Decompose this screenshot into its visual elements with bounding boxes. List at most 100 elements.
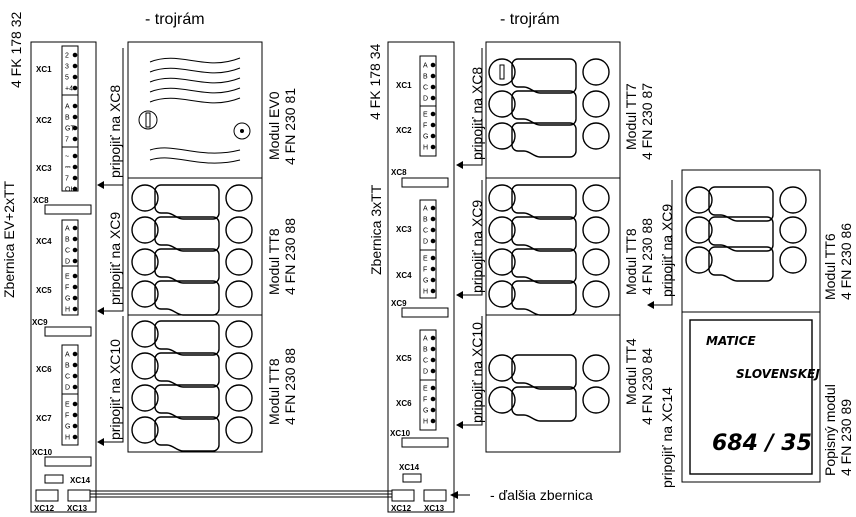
tt8-a-right-button [225, 280, 253, 308]
bus-1-xc6-pin-dot [72, 362, 78, 368]
bus-2-xc10: XC10 [390, 429, 411, 438]
tt8-a-buttons [131, 184, 253, 316]
bus-2-xc1-pin-dot [430, 84, 436, 90]
bus-1-xc3-pin-label: 7 [65, 176, 69, 183]
tt8-b-code: 4 FN 230 88 [282, 348, 298, 425]
bus-2-xc6-pin-dot [430, 396, 436, 402]
bus-2-xc1-pin-label: C [423, 85, 428, 92]
tt4-left-button [488, 386, 516, 414]
bus-2-xc3-pin-label: B [423, 217, 428, 224]
bus-2-xc8: XC8 [391, 168, 407, 177]
bus-2-xc6-pin-label: F [423, 397, 427, 404]
tt8-c-code: 4 FN 230 88 [639, 218, 655, 295]
label-line-1: MATICE [706, 334, 757, 348]
module-tt8-b [127, 314, 263, 453]
bus-1-xc6-pin-label: A [65, 352, 70, 359]
tt8-b-left-button [131, 384, 159, 412]
bus-1-xc4: XC4 [36, 237, 52, 246]
bus-2-xc8-slot [401, 177, 449, 188]
bus-2-xc5-pin-label: A [423, 336, 428, 343]
bus-1-xc2-pin-dot [72, 125, 78, 131]
bus-2-xc6-pin-dot [430, 385, 436, 391]
bus-1-block-c [61, 344, 79, 446]
bus-1-xc1-pin-label: 5 [65, 75, 69, 82]
tt7-slot-icon [499, 64, 505, 80]
bus-2-name: Zbernica 3xTT [368, 184, 384, 275]
bus-1-xc1-pin-label: 2 [65, 53, 69, 60]
bus-1-board [30, 41, 97, 513]
bus-2-xc2-pin-label: E [423, 112, 428, 119]
module-label [681, 311, 821, 483]
bus-2-xc13: XC13 [424, 504, 445, 513]
bus-1-xc7-pin-label: E [65, 402, 70, 409]
bus-1-xc9: XC9 [32, 318, 48, 327]
bus-2-xc5-pin-dot [430, 368, 436, 374]
tt8-b-left-button [131, 416, 159, 444]
bus-2-xc5-pin-label: C [423, 358, 428, 365]
bus-1-xc2-pin-dot [72, 103, 78, 109]
bus-1-xc4-pin-dot [72, 236, 78, 242]
bus-1-xc4-pin-dot [72, 258, 78, 264]
middle-frame [485, 41, 621, 453]
tt7-right-button [582, 90, 610, 118]
tt8-c-left-button [488, 216, 516, 244]
bus-2-xc4-pin-label: E [423, 256, 428, 263]
bus-2-xc2-pin-dot [430, 133, 436, 139]
bus-1-xc3-pin-dot [72, 175, 78, 181]
bus-1-xc6-pin-label: C [65, 374, 70, 381]
tt7-code: 4 FN 230 87 [639, 83, 655, 160]
bus-1-xc8-slot [44, 204, 92, 215]
bus-2-xc5: XC5 [396, 354, 412, 363]
bus-cable [90, 490, 392, 498]
label-module-name: Popisný modul [822, 384, 838, 476]
tt8-a-code: 4 FN 230 88 [282, 218, 298, 295]
bus-2-xc6-pin-label: G [423, 408, 428, 415]
bus-2-xc12: XC12 [391, 504, 412, 513]
bus-2-xc4-pin-label: G [423, 278, 428, 285]
bus-1-xc1-pin-label: +4 [65, 86, 73, 93]
bus-1-xc8: XC8 [33, 196, 49, 205]
label-line-2: SLOVENSKEJ [736, 367, 820, 381]
left-frame [127, 41, 263, 453]
b1-to-xc10: pripojiť na XC10 [107, 339, 123, 440]
bus-1-xc13-slot [67, 489, 91, 502]
ev0-name: Modul EV0 [266, 91, 282, 160]
tt7-right-button [582, 122, 610, 150]
bus-2-xc5-pin-label: D [423, 369, 428, 376]
bus-2-xc2-pin-label: F [423, 123, 427, 130]
tt6-buttons [685, 186, 807, 282]
bus-1-xc10: XC10 [32, 448, 53, 457]
bus-1-xc12-slot [35, 489, 59, 502]
bus-1-xc7-pin-dot [72, 434, 78, 440]
label-plate [689, 319, 813, 475]
bus-2-xc2-pin-dot [430, 122, 436, 128]
bus-2-xc4: XC4 [396, 271, 412, 280]
bus-1-xc2-pin-label: GT [65, 126, 75, 133]
bus-2-code: 4 FK 178 34 [367, 44, 383, 120]
bus-1-xc7-pin-dot [72, 412, 78, 418]
bus-1-xc3: XC3 [36, 164, 52, 173]
tt8-c-key [511, 280, 577, 316]
tt8-c-name: Modul TT8 [623, 228, 639, 295]
bus-1-xc13: XC13 [67, 504, 88, 513]
bus-1-xc3-pin-dot [72, 153, 78, 159]
bus-2-xc3-pin-dot [430, 238, 436, 244]
tt8-c-left-button [488, 184, 516, 212]
bus-1-xc10-slot [44, 456, 92, 467]
bus-2-xc2-pin-dot [430, 144, 436, 150]
tt8-b-right-button [225, 352, 253, 380]
bus-2-xc3-pin-label: D [423, 239, 428, 246]
tt8-a-right-button [225, 248, 253, 276]
tt6-key [708, 216, 774, 252]
bus-1-xc7-pin-label: F [65, 413, 69, 420]
bus-1-xc3-pin-dot [72, 164, 78, 170]
bus-1-code: 4 FK 178 32 [8, 12, 24, 88]
bus-1-xc7: XC7 [36, 414, 52, 423]
bus-1-xc9-slot [44, 326, 92, 337]
bus-1-xc6-pin-dot [72, 384, 78, 390]
b2-to-xc9: pripojiť na XC9 [469, 200, 485, 293]
bus-1-xc1: XC1 [36, 65, 52, 74]
bus-2-xc4-pin-dot [430, 255, 436, 261]
bus-2-xc12-slot [391, 489, 415, 502]
